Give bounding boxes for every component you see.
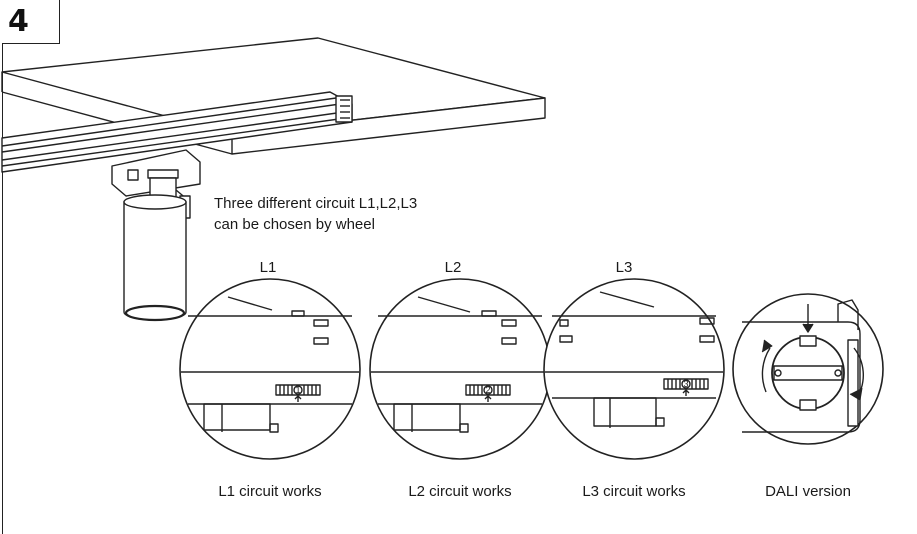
step-number: 4 (8, 4, 29, 39)
instruction-line-1: Three different circuit L1,L2,L3 (214, 195, 418, 212)
caption-l2: L2 circuit works (408, 483, 512, 500)
caption-l1: L1 circuit works (218, 483, 322, 500)
wheel-digit-l3: 3 (683, 379, 688, 389)
caption-dali: DALI version (765, 483, 851, 500)
label-l2: L2 (444, 259, 462, 276)
label-l3: L3 (615, 259, 633, 276)
spotlight-body (123, 194, 187, 322)
instruction-line-2: can be chosen by wheel (214, 216, 375, 233)
frame-border (2, 0, 3, 534)
step-number-box: 4 (2, 0, 60, 44)
detail-circle-l2 (369, 278, 551, 460)
wheel-digit-l2: 2 (485, 385, 490, 395)
label-l1: L1 (259, 259, 277, 276)
detail-circle-l1 (179, 278, 361, 460)
caption-l3: L3 circuit works (582, 483, 686, 500)
detail-circle-l3 (543, 278, 725, 460)
track-rail (1, 91, 353, 173)
detail-circle-dali (732, 293, 884, 445)
wheel-digit-l1: 1 (295, 385, 300, 395)
